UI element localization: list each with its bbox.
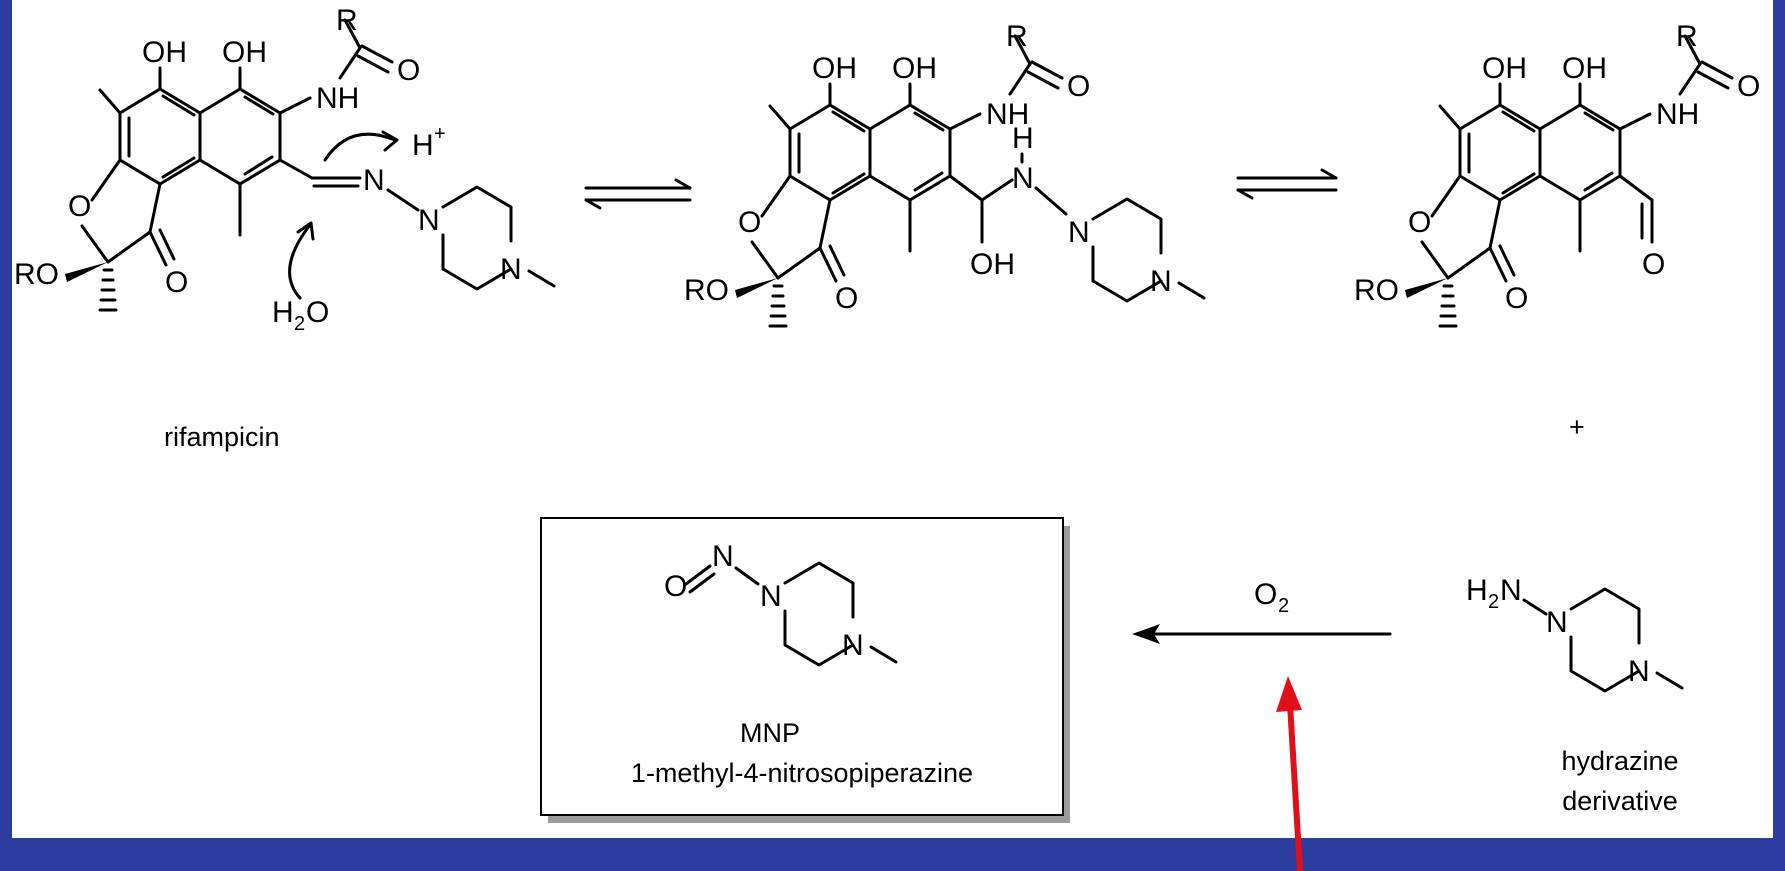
product-box: O N N N MNP 1-methyl-4-nitrosopiperazine xyxy=(540,517,1070,823)
atom-nh: NH xyxy=(1656,98,1699,131)
atom-oh-carbinol: OH xyxy=(970,248,1015,281)
hydrazine-structure: H 2 N N N xyxy=(1466,574,1684,693)
curved-arrow-icon xyxy=(323,132,397,162)
formylrifamycin-structure: OH OH NH R O O RO O O xyxy=(1354,20,1760,328)
atom-o-amide: O xyxy=(397,54,420,87)
reagent-2: 2 xyxy=(1278,595,1289,617)
atom-n-imine: N xyxy=(363,164,385,197)
atom-oh-1: OH xyxy=(812,52,857,85)
equilibrium-arrow-icon xyxy=(584,178,692,210)
atom-o-aldehyde: O xyxy=(1642,248,1665,281)
atom-o-nitroso: O xyxy=(664,570,687,603)
atom-oh-2: OH xyxy=(892,52,937,85)
atom-oh-2: OH xyxy=(222,36,267,69)
atom-n-pip2: N xyxy=(842,629,864,662)
atom-r: R xyxy=(336,4,358,37)
reaction-arrow-icon xyxy=(1132,624,1392,644)
carbinolamine-intermediate: OH OH NH R O O RO O OH N H N N xyxy=(684,20,1206,328)
atom-h-plus: H xyxy=(412,129,434,162)
atom-oh-2: OH xyxy=(1562,52,1607,85)
atom-o-amide: O xyxy=(1067,70,1090,103)
plus-superscript: + xyxy=(434,123,446,145)
atom-ro: RO xyxy=(14,258,59,291)
atom-n-pip1: N xyxy=(1068,216,1090,249)
atom-o-ring: O xyxy=(1408,206,1431,239)
atom-h: H xyxy=(1012,122,1034,155)
caption-hydrazine-1: hydrazine xyxy=(1561,746,1678,776)
atom-ro: RO xyxy=(684,274,729,307)
atom-n-nitroso: N xyxy=(712,540,734,573)
water-2: 2 xyxy=(294,313,305,335)
atom-o-ring: O xyxy=(68,190,91,223)
atom-o-ring: O xyxy=(738,206,761,239)
atom-o-amide: O xyxy=(1737,70,1760,103)
atom-n-amine: N xyxy=(1500,574,1522,607)
caption-hydrazine-2: derivative xyxy=(1562,786,1678,816)
atom-nh: NH xyxy=(316,82,359,115)
subscript-2: 2 xyxy=(1488,591,1499,613)
atom-nh: NH xyxy=(986,98,1029,131)
red-pointer-arrow-icon xyxy=(1276,676,1303,871)
atom-o-ketone: O xyxy=(835,282,858,315)
atom-ro: RO xyxy=(1354,274,1399,307)
atom-n-pip2: N xyxy=(1628,655,1650,688)
rifampicin-structure: OH OH NH R O O RO O N N N H + H 2 xyxy=(14,4,556,335)
atom-h: H xyxy=(1466,574,1488,607)
plus-sign: + xyxy=(1569,412,1585,442)
atom-o-ketone: O xyxy=(1505,282,1528,315)
equilibrium-arrow-icon xyxy=(1236,168,1338,200)
atom-oh-1: OH xyxy=(1482,52,1527,85)
atom-n-pip1: N xyxy=(1546,606,1568,639)
atom-n-pip2: N xyxy=(1150,265,1172,298)
reagent-o: O xyxy=(1254,578,1277,611)
atom-n-pip2: N xyxy=(500,253,522,286)
caption-mnp: MNP xyxy=(740,718,800,748)
curved-arrow-icon xyxy=(288,223,312,300)
water-o: O xyxy=(306,296,329,329)
atom-n-pip1: N xyxy=(760,580,782,613)
atom-n-pip1: N xyxy=(418,204,440,237)
atom-r: R xyxy=(1006,20,1028,53)
atom-oh-1: OH xyxy=(142,36,187,69)
caption-mnp-full: 1-methyl-4-nitrosopiperazine xyxy=(631,758,973,788)
caption-rifampicin: rifampicin xyxy=(164,422,280,452)
water-h: H xyxy=(272,296,294,329)
atom-n-h: N xyxy=(1012,162,1034,195)
atom-r: R xyxy=(1676,20,1698,53)
atom-o-ketone: O xyxy=(165,266,188,299)
